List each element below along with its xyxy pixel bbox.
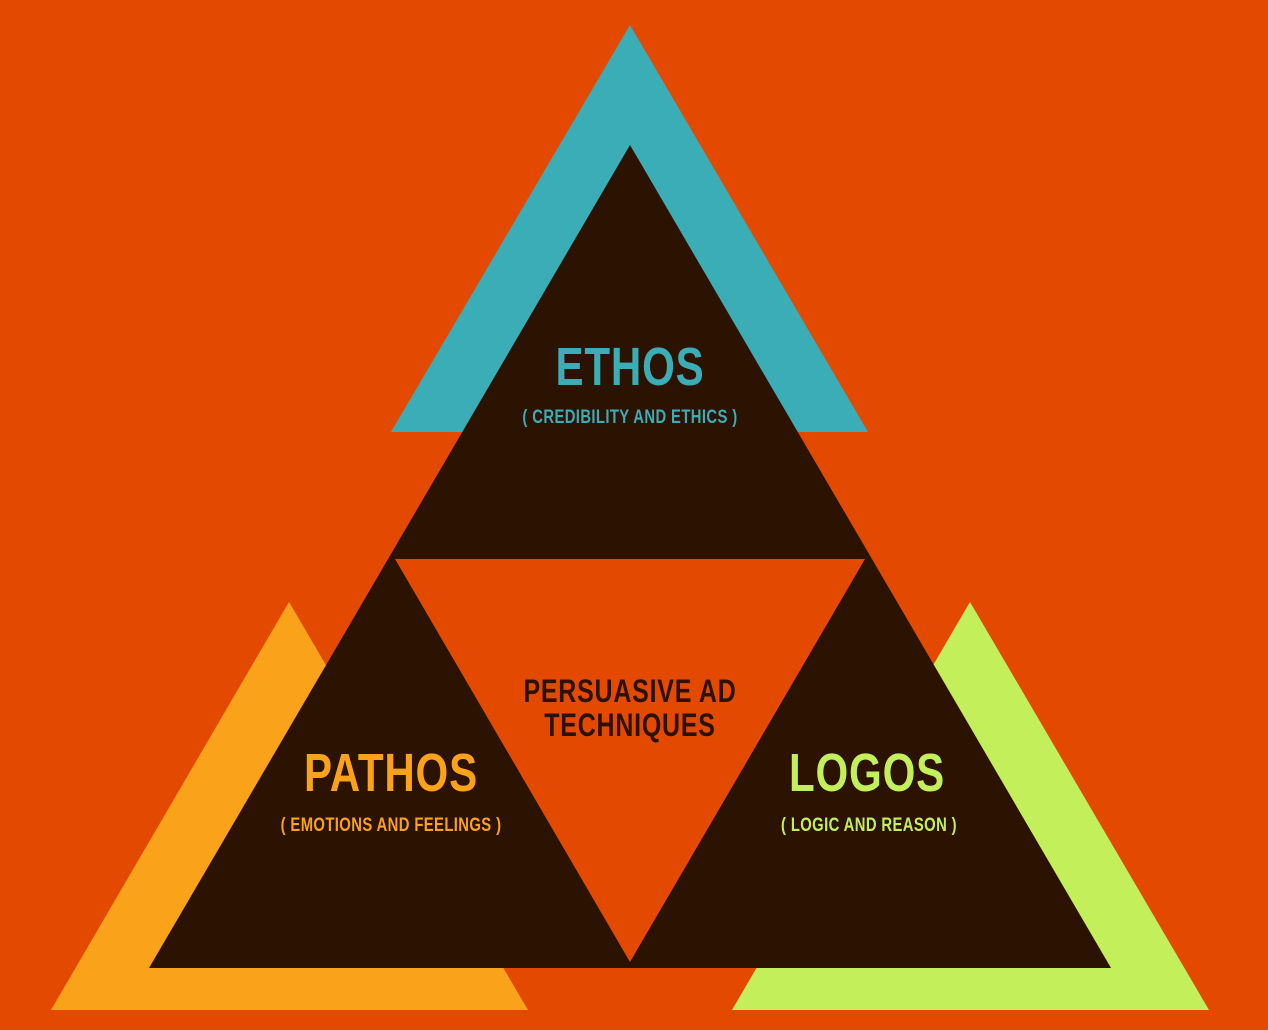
center-title: PERSUASIVE AD TECHNIQUES bbox=[513, 674, 747, 742]
logos-subtitle: ( LOGIC AND REASON ) bbox=[780, 815, 958, 836]
ethos-subtitle: ( CREDIBILITY AND ETHICS ) bbox=[522, 407, 738, 428]
logos-title: LOGOS bbox=[788, 743, 945, 803]
pathos-subtitle: ( EMOTIONS AND FEELINGS ) bbox=[280, 815, 502, 836]
pathos-title: PATHOS bbox=[304, 743, 478, 803]
center-title-line2: TECHNIQUES bbox=[544, 707, 716, 743]
center-inverted-triangle bbox=[395, 559, 865, 962]
ethos-title: ETHOS bbox=[555, 337, 705, 397]
main-dark-triangle bbox=[149, 145, 1111, 968]
center-title-line1: PERSUASIVE AD bbox=[523, 673, 737, 709]
